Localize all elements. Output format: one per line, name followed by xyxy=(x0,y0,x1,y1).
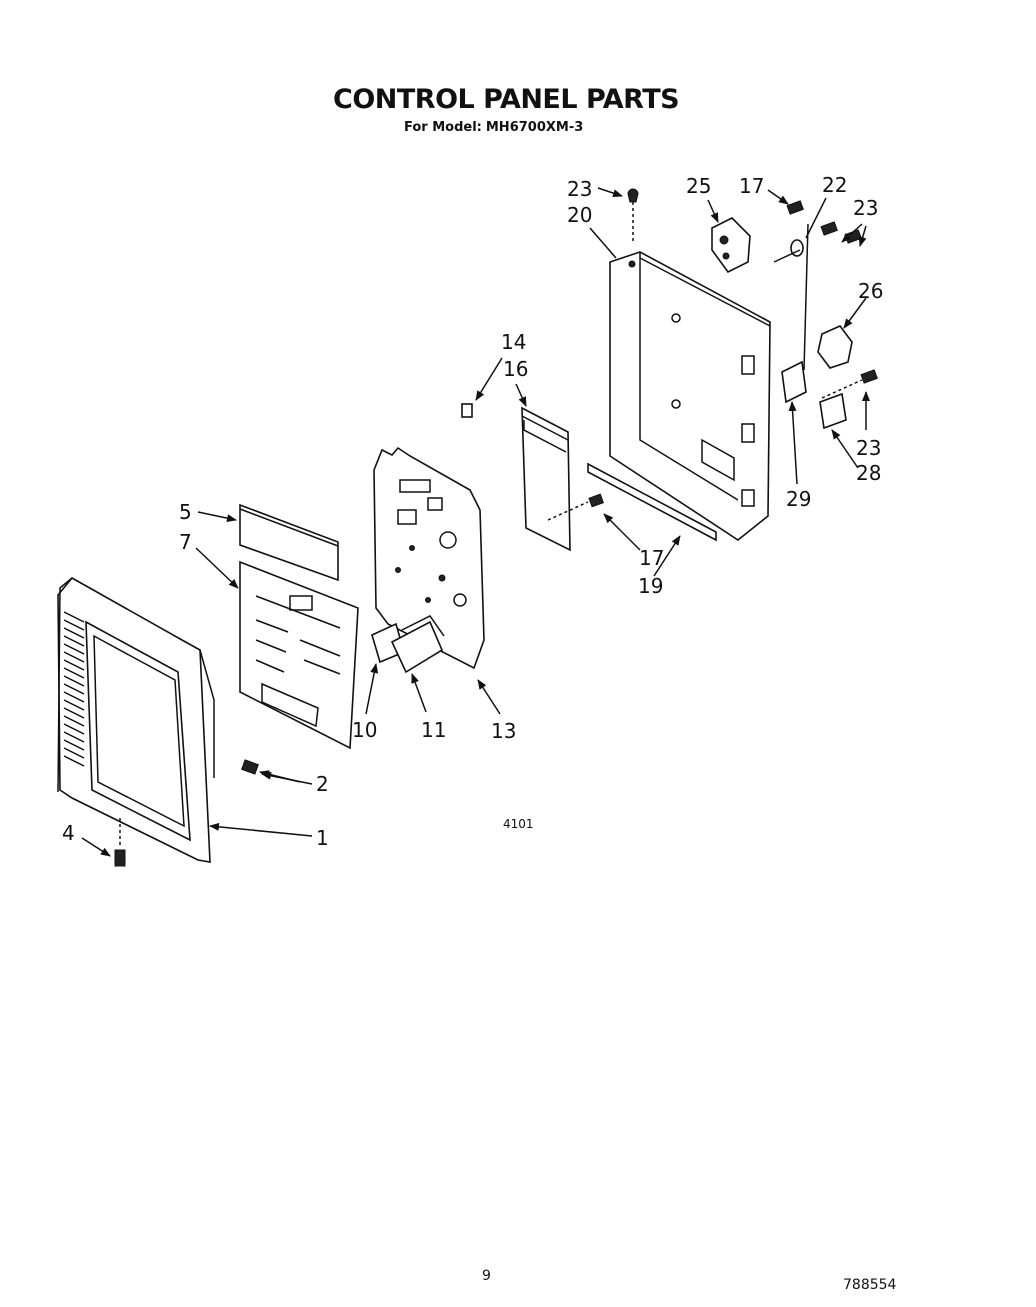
control-panel-frame xyxy=(57,576,215,863)
leader-lines xyxy=(81,187,870,857)
callout-1: 1 xyxy=(316,826,329,850)
screw-part-23c xyxy=(821,369,878,399)
screw-part-17b xyxy=(786,200,804,215)
callout-29: 29 xyxy=(786,487,811,511)
model-number: MH6700XM-3 xyxy=(485,120,584,135)
callout-2: 2 xyxy=(316,772,329,796)
circuit-board-part-13 xyxy=(373,446,485,670)
callout-17: 17 xyxy=(739,174,764,198)
drawing-number: 4101 xyxy=(503,817,534,831)
callout-19: 19 xyxy=(638,574,663,598)
page-title: CONTROL PANEL PARTS xyxy=(333,84,680,115)
callout-11: 11 xyxy=(421,718,446,742)
callout-17: 17 xyxy=(639,546,664,570)
frame-vent-slots xyxy=(63,611,85,767)
screw-part-23b xyxy=(820,221,862,244)
keypad-membrane-part-7 xyxy=(239,560,359,750)
callout-20: 20 xyxy=(567,203,592,227)
callout-23: 23 xyxy=(567,177,592,201)
callout-5: 5 xyxy=(179,500,192,524)
rear-housing-part-20 xyxy=(609,251,771,541)
bracket-part-29 xyxy=(773,223,809,404)
callout-10: 10 xyxy=(352,718,377,742)
page-number: 9 xyxy=(482,1268,491,1284)
callout-22: 22 xyxy=(822,173,847,197)
relay-part-11 xyxy=(390,615,445,674)
callout-25: 25 xyxy=(686,174,711,198)
overlay-strip-part-5 xyxy=(239,503,339,582)
callout-13: 13 xyxy=(491,719,516,743)
screw-part-4 xyxy=(114,818,126,867)
callout-14: 14 xyxy=(501,330,526,354)
switch-part-26 xyxy=(817,325,853,369)
callout-7: 7 xyxy=(179,530,192,554)
model-subtitle: For Model:MH6700XM-3 xyxy=(404,120,583,135)
callout-23: 23 xyxy=(856,436,881,460)
screw-part-23a xyxy=(627,188,639,244)
callout-labels: 23 20 25 17 22 23 26 14 16 23 28 29 5 7 … xyxy=(62,173,883,850)
screw-part-17a xyxy=(547,493,604,521)
block-part-28 xyxy=(819,392,847,430)
model-label: For Model: xyxy=(404,120,482,135)
callout-28: 28 xyxy=(856,461,881,485)
callout-26: 26 xyxy=(858,279,883,303)
callout-4: 4 xyxy=(62,821,75,845)
gasket-strip-part-19 xyxy=(587,462,717,542)
callout-16: 16 xyxy=(503,357,528,381)
document-number: 788554 xyxy=(843,1277,897,1293)
thermostat-part-25 xyxy=(711,217,751,274)
shield-plate-part-16 xyxy=(521,406,571,552)
clip-part-14 xyxy=(461,403,473,418)
screw-part-2 xyxy=(241,759,301,783)
callout-23: 23 xyxy=(853,196,878,220)
